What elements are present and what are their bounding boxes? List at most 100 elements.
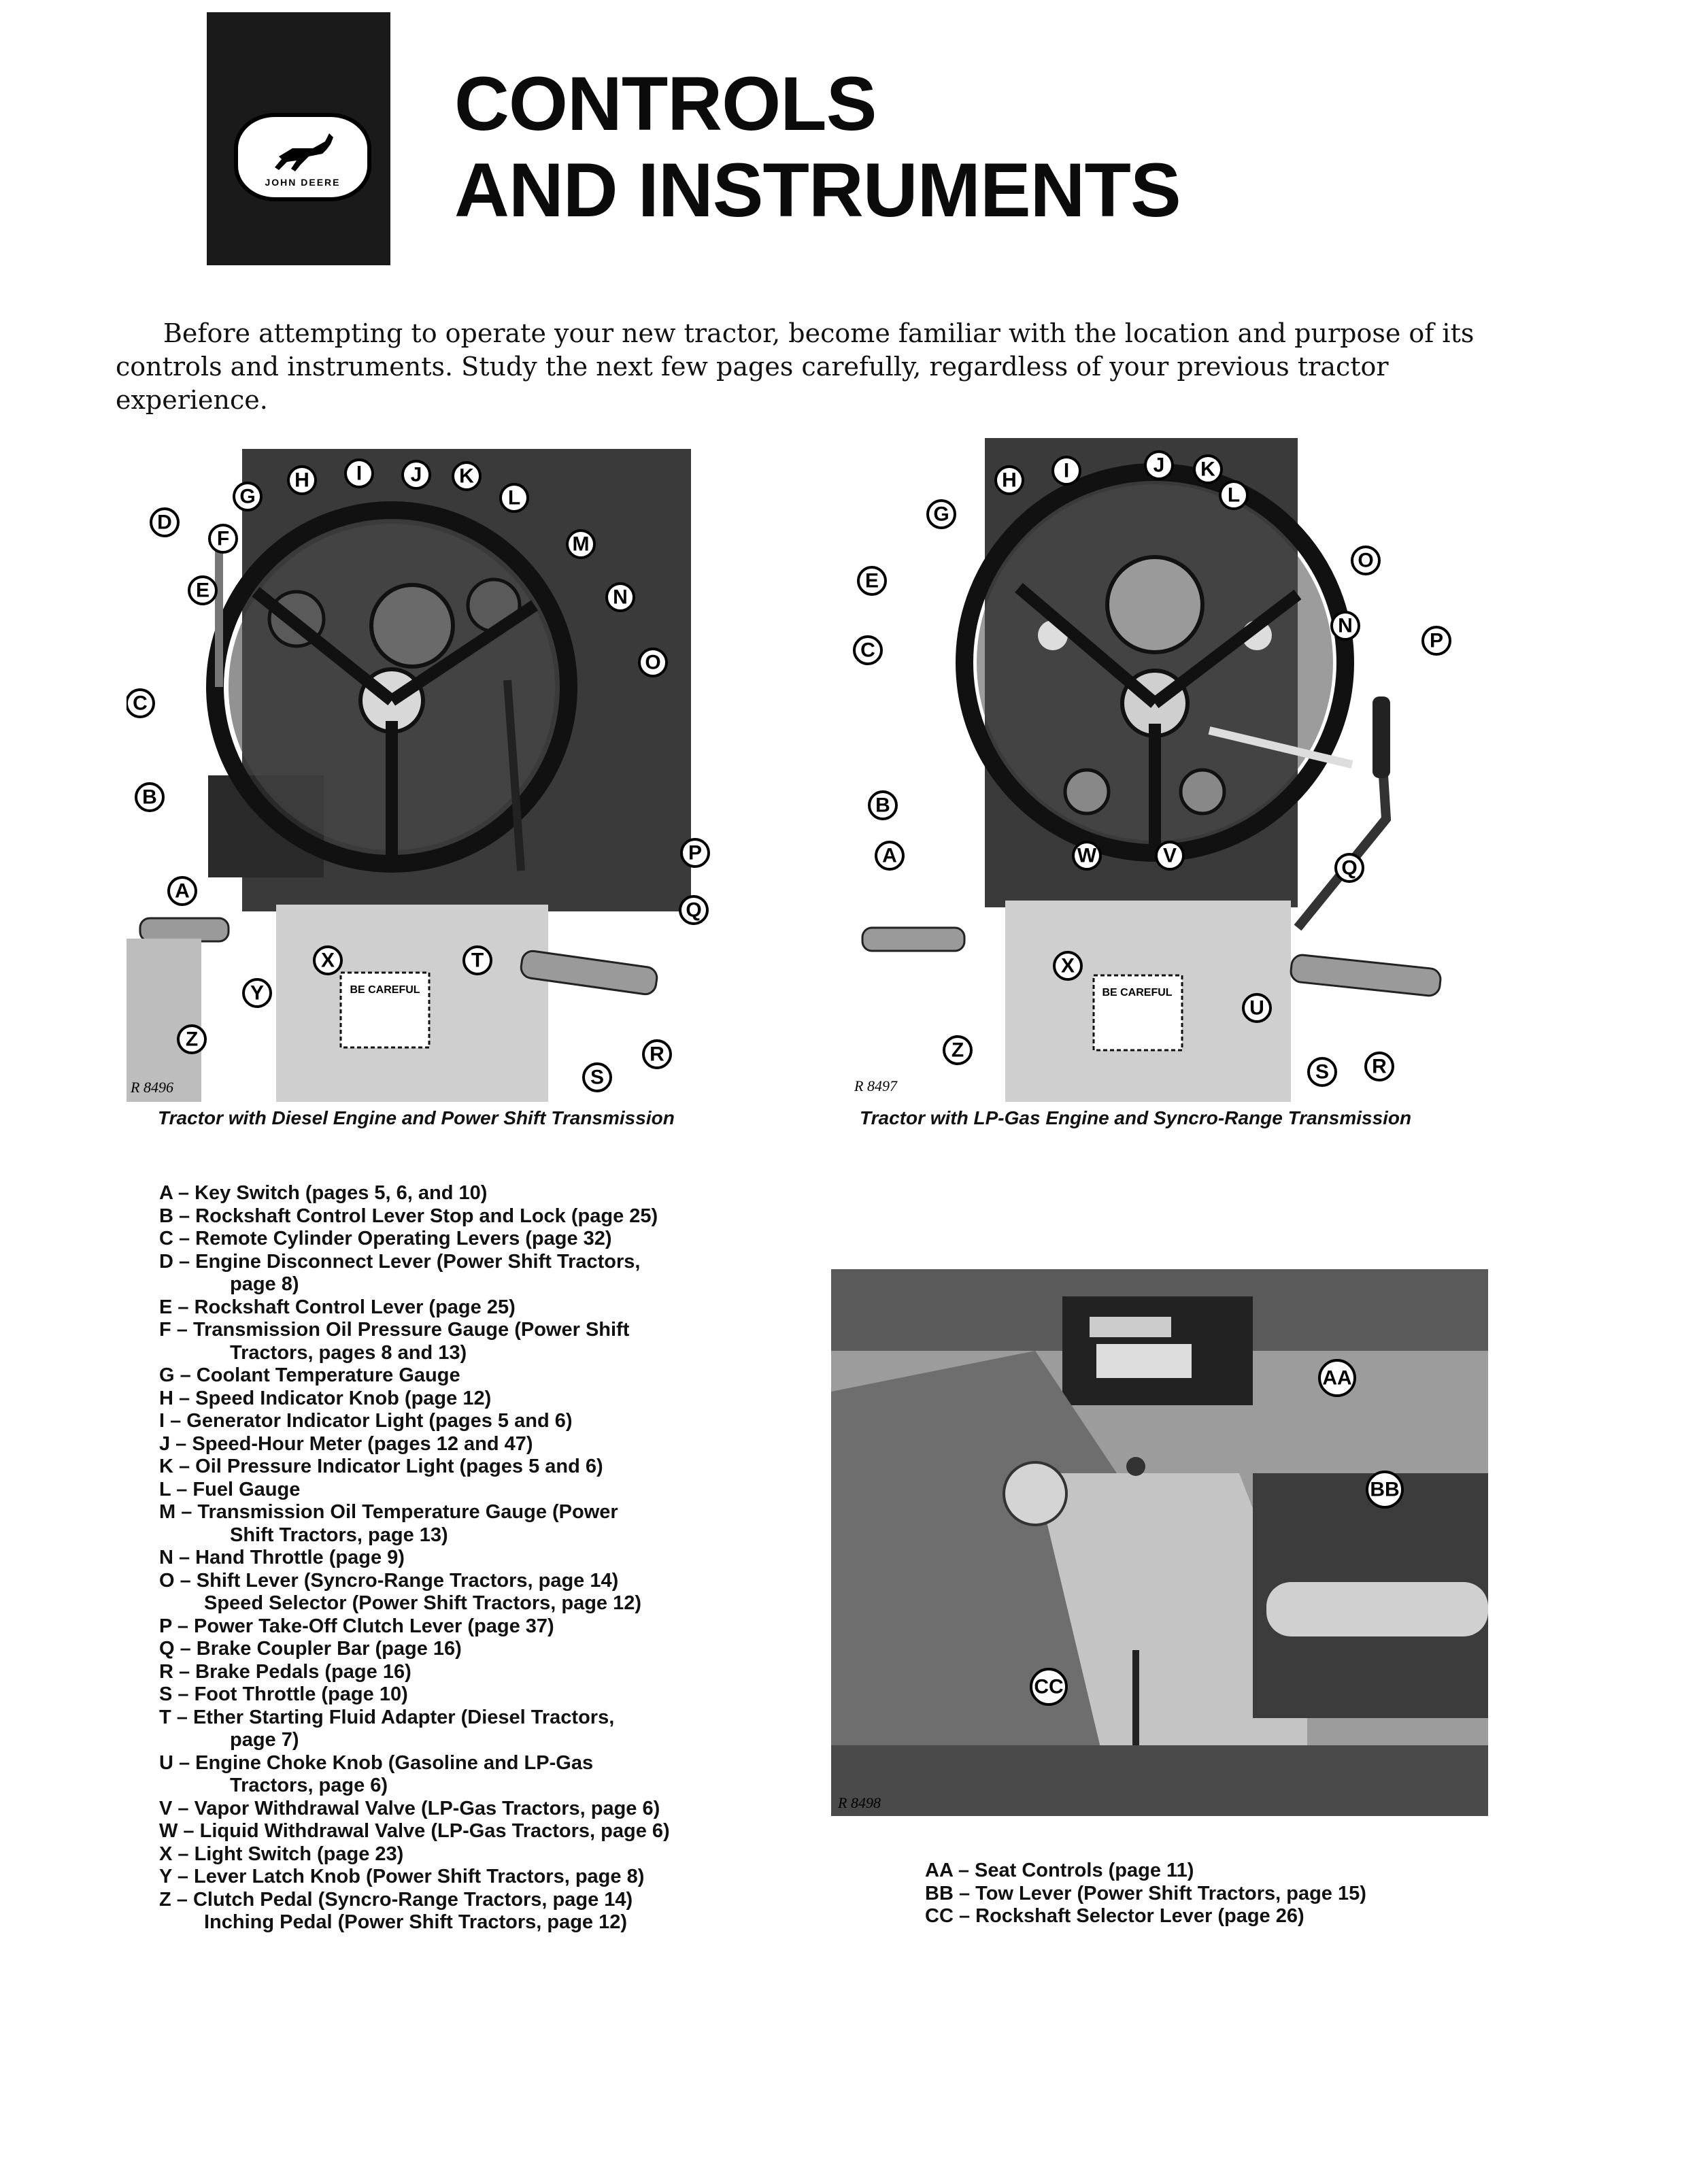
svg-text:P: P xyxy=(688,842,702,864)
legend-item-W: W – Liquid Withdrawal Valve (LP-Gas Trac… xyxy=(159,1820,670,1842)
callout-B-right: B xyxy=(868,790,898,820)
callout-BB: BB xyxy=(1366,1471,1404,1509)
svg-text:B: B xyxy=(875,794,890,817)
legend-item-Z-cont: Inching Pedal (Power Shift Tractors, pag… xyxy=(204,1911,628,1933)
callout-G-right: G xyxy=(926,499,956,529)
legend-item-H: H – Speed Indicator Knob (page 12) xyxy=(159,1387,492,1409)
john-deere-logo: JOHN DEERE xyxy=(207,12,390,265)
svg-text:J: J xyxy=(1153,454,1165,477)
title-line-1: CONTROLS xyxy=(454,61,877,146)
intro-paragraph: Before attempting to operate your new tr… xyxy=(116,317,1483,417)
legend-item-AA: AA – Seat Controls (page 11) xyxy=(925,1860,1194,1881)
svg-text:Y: Y xyxy=(250,982,264,1005)
photo-ref-right: R 8497 xyxy=(854,1077,898,1094)
svg-text:N: N xyxy=(1338,615,1353,637)
callout-J: J xyxy=(401,460,431,490)
svg-text:O: O xyxy=(645,652,660,674)
callout-K-right: K xyxy=(1193,454,1223,484)
callout-Z: Z xyxy=(177,1024,207,1054)
callout-J-right: J xyxy=(1144,450,1174,480)
callout-R-right: R xyxy=(1364,1052,1394,1081)
legend-item-U: U – Engine Choke Knob (Gasoline and LP-G… xyxy=(159,1751,594,1774)
callout-L: L xyxy=(499,483,529,513)
callout-X-right: X xyxy=(1053,951,1083,981)
legend-item-Q: Q – Brake Coupler Bar (page 16) xyxy=(159,1638,462,1660)
legend-item-G: G – Coolant Temperature Gauge xyxy=(159,1364,460,1386)
callout-H-right: H xyxy=(994,465,1024,495)
callout-O: O xyxy=(638,648,668,677)
legend-item-N: N – Hand Throttle (page 9) xyxy=(159,1547,405,1568)
callout-K: K xyxy=(452,461,482,491)
svg-text:R: R xyxy=(1372,1056,1387,1078)
svg-text:A: A xyxy=(175,880,190,903)
legend-item-P: P – Power Take-Off Clutch Lever (page 37… xyxy=(159,1615,554,1637)
svg-text:Q: Q xyxy=(1341,857,1357,879)
svg-text:S: S xyxy=(1315,1061,1329,1083)
svg-text:CC: CC xyxy=(1034,1676,1063,1698)
callouts-bottom: AA BB CC xyxy=(1030,1359,1404,1706)
legend-item-T-cont: page 7) xyxy=(230,1729,299,1751)
callout-A-right: A xyxy=(875,841,905,871)
callout-I: I xyxy=(344,458,374,488)
legend-item-C: C – Remote Cylinder Operating Levers (pa… xyxy=(159,1228,612,1249)
svg-text:V: V xyxy=(1163,845,1177,867)
callout-U-right: U xyxy=(1242,993,1272,1023)
intro-text: Before attempting to operate your new tr… xyxy=(116,318,1475,415)
svg-text:D: D xyxy=(157,511,172,534)
legend-item-V: V – Vapor Withdrawal Valve (LP-Gas Tract… xyxy=(159,1797,660,1819)
legend-item-T: T – Ether Starting Fluid Adapter (Diesel… xyxy=(159,1706,615,1728)
callout-G: G xyxy=(233,482,263,511)
legend-item-D-cont: page 8) xyxy=(230,1273,299,1295)
svg-text:K: K xyxy=(459,465,474,488)
callout-T: T xyxy=(462,945,492,975)
svg-text:S: S xyxy=(590,1066,604,1089)
deer-emblem: JOHN DEERE xyxy=(234,113,371,201)
svg-text:H: H xyxy=(1002,469,1017,492)
svg-text:X: X xyxy=(321,950,335,972)
callout-E: E xyxy=(188,575,218,605)
legend-item-M-cont: Shift Tractors, page 13) xyxy=(230,1524,448,1546)
legend-item-A: A – Key Switch (pages 5, 6, and 10) xyxy=(159,1182,488,1204)
svg-text:O: O xyxy=(1358,550,1373,572)
callouts-right: J K I H L G O E N P C B A W V Q X U Z S … xyxy=(853,450,1451,1087)
callout-B: B xyxy=(135,782,165,812)
svg-text:L: L xyxy=(508,487,520,509)
svg-text:E: E xyxy=(196,579,209,602)
deer-icon xyxy=(275,133,333,171)
callout-N: N xyxy=(605,582,635,612)
svg-text:Z: Z xyxy=(952,1039,964,1062)
callouts-left: D F G H I J K L M E N O C B P A Q X T Y … xyxy=(127,458,710,1092)
legend-item-F: F – Transmission Oil Pressure Gauge (Pow… xyxy=(159,1319,630,1341)
legend-item-O-cont: Speed Selector (Power Shift Tractors, pa… xyxy=(204,1592,642,1614)
svg-text:U: U xyxy=(1249,997,1264,1020)
logo-wordmark: JOHN DEERE xyxy=(265,177,341,188)
svg-text:F: F xyxy=(217,528,229,550)
legend-item-E: E – Rockshaft Control Lever (page 25) xyxy=(159,1296,516,1318)
svg-text:A: A xyxy=(882,845,897,867)
legend-main: A – Key Switch (pages 5, 6, and 10) B – … xyxy=(159,1182,670,1934)
legend-item-L: L – Fuel Gauge xyxy=(159,1478,301,1500)
callout-S-right: S xyxy=(1307,1057,1337,1087)
svg-text:W: W xyxy=(1077,845,1097,867)
svg-text:Q: Q xyxy=(686,899,701,922)
legend-item-X: X – Light Switch (page 23) xyxy=(159,1843,404,1865)
callout-X: X xyxy=(313,945,343,975)
callout-H: H xyxy=(287,465,317,495)
callout-W-right: W xyxy=(1072,841,1102,871)
svg-text:T: T xyxy=(471,950,484,972)
legend-item-D: D – Engine Disconnect Lever (Power Shift… xyxy=(159,1250,641,1273)
page-title: CONTROLS AND INSTRUMENTS xyxy=(454,61,1181,233)
callout-AA: AA xyxy=(1318,1359,1356,1397)
be-careful-sign-left: BE CAREFUL xyxy=(350,984,420,996)
callout-R: R xyxy=(642,1039,672,1069)
callout-Y: Y xyxy=(242,978,272,1008)
callout-F: F xyxy=(208,524,238,554)
svg-text:BB: BB xyxy=(1370,1479,1399,1501)
callout-V-right: V xyxy=(1155,841,1185,871)
callout-A: A xyxy=(167,876,197,906)
callout-P: P xyxy=(680,838,710,868)
callout-L-right: L xyxy=(1219,480,1249,510)
svg-text:I: I xyxy=(356,463,362,485)
legend-item-S: S – Foot Throttle (page 10) xyxy=(159,1683,408,1705)
legend-secondary: AA – Seat Controls (page 11) BB – Tow Le… xyxy=(925,1860,1366,1928)
